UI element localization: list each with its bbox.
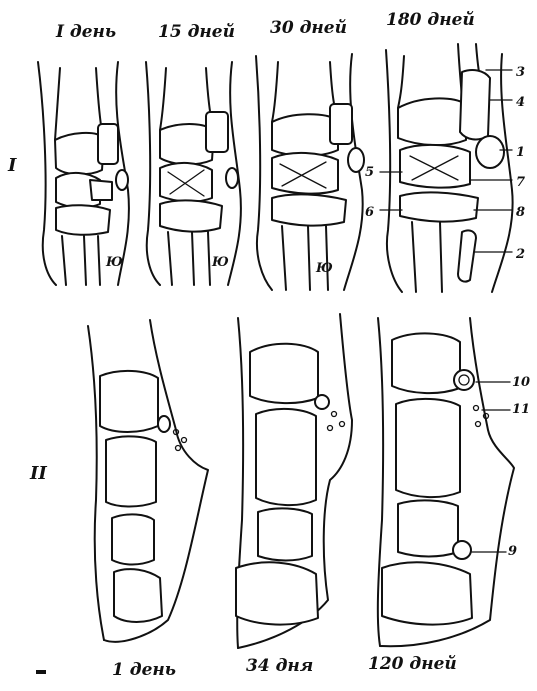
carpus-panel-4 — [380, 44, 513, 292]
digit-panel-3 — [378, 318, 514, 646]
digit-panel-1 — [88, 320, 208, 642]
carpus-panel-3 — [256, 54, 364, 290]
scale-mark — [36, 670, 46, 674]
carpus-panel-2 — [146, 62, 241, 285]
carpus-panel-1 — [38, 62, 129, 285]
digit-panel-2 — [236, 314, 352, 648]
